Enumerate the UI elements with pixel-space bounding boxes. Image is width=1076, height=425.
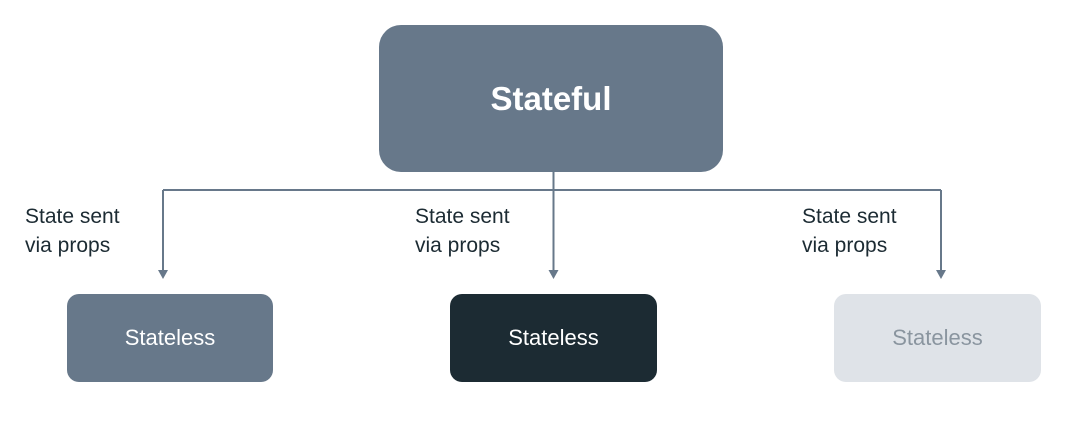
stateless-node-left: Stateless	[67, 294, 273, 382]
edge-label-middle: State sent via props	[415, 205, 510, 257]
stateless-node-middle: Stateless	[450, 294, 657, 382]
stateless-node-label: Stateless	[124, 325, 216, 350]
arrowhead-right	[936, 270, 946, 279]
edge-label-left: State sent via props	[25, 205, 120, 257]
arrowhead-middle	[548, 270, 559, 279]
stateful-node: Stateful	[379, 25, 723, 172]
stateless-node-label: Stateless	[508, 325, 599, 350]
stateless-node-label: Stateless	[892, 325, 983, 350]
stateful-node-label: Stateful	[490, 79, 612, 117]
edge-label-right: State sent via props	[802, 205, 897, 257]
stateless-node-right: Stateless	[834, 294, 1041, 382]
arrowhead-left	[158, 270, 168, 279]
